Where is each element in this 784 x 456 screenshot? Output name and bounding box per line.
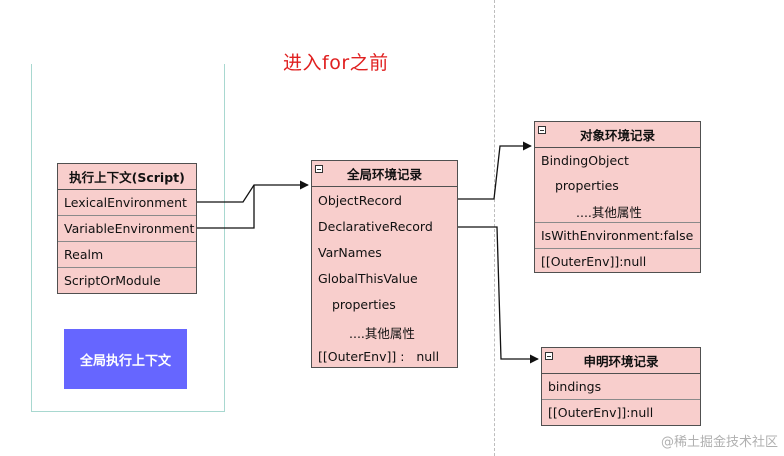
row-object-record: ObjectRecord [318,193,402,208]
execution-context-header: 执行上下文(Script) [58,164,196,190]
global-execution-context-tag: 全局执行上下文 [64,329,187,389]
row-variable-environment: VariableEnvironment [64,221,195,236]
call-stack-bottom-edge [31,411,225,412]
arrow-variable-to-global [197,185,255,229]
object-environment-record-title: 对象环境记录 [579,128,655,143]
row-other-properties: ....其他属性 [349,326,415,341]
row-separator [535,248,700,249]
arrow-global-to-declarative-record [458,226,539,364]
row-var-names: VarNames [318,245,382,260]
declarative-environment-record-title: 申明环境记录 [583,354,659,369]
row-properties: properties [332,297,396,312]
row-global-this-value: GlobalThisValue [318,271,418,286]
execution-context-box[interactable]: 执行上下文(Script) LexicalEnvironment Variabl… [57,163,197,294]
row-script-or-module: ScriptOrModule [64,273,161,288]
row-separator [542,399,700,400]
arrow-lexical-to-global [197,180,309,203]
row-outer-env: [[OuterEnv]] : null [318,349,440,364]
row-lexical-environment: LexicalEnvironment [64,195,187,210]
row-separator [58,267,196,268]
row-other-properties: ....其他属性 [576,205,642,220]
collapse-icon[interactable] [538,126,546,134]
object-environment-record-box[interactable]: 对象环境记录 BindingObject properties ....其他属性… [534,121,701,273]
declarative-environment-record-header: 申明环境记录 [542,348,700,374]
call-stack-right-edge [224,64,225,412]
row-outer-env: [[OuterEnv]]:null [541,254,647,269]
row-bindings: bindings [548,379,602,394]
declarative-environment-record-box[interactable]: 申明环境记录 bindings [[OuterEnv]]:null [541,347,701,426]
row-separator [58,215,196,216]
row-separator [58,241,196,242]
row-realm: Realm [64,247,104,262]
collapse-icon[interactable] [315,165,323,173]
dashed-divider [494,0,495,456]
global-environment-record-title: 全局环境记录 [346,167,422,182]
diagram-title: 进入for之前 [283,52,389,74]
collapse-icon[interactable] [545,352,553,360]
row-properties: properties [555,178,619,193]
row-declarative-record: DeclarativeRecord [318,219,433,234]
object-environment-record-header: 对象环境记录 [535,122,700,148]
call-stack-left-edge [31,64,32,412]
row-is-with-environment: IsWithEnvironment:false [541,228,694,243]
global-environment-record-header: 全局环境记录 [312,161,457,187]
arrow-global-to-object-record [458,141,532,200]
watermark: @稀土掘金技术社区 [660,435,778,450]
global-environment-record-box[interactable]: 全局环境记录 ObjectRecord DeclarativeRecord Va… [311,160,458,368]
row-outer-env: [[OuterEnv]]:null [548,405,654,420]
row-separator [535,222,700,223]
row-binding-object: BindingObject [541,153,629,168]
